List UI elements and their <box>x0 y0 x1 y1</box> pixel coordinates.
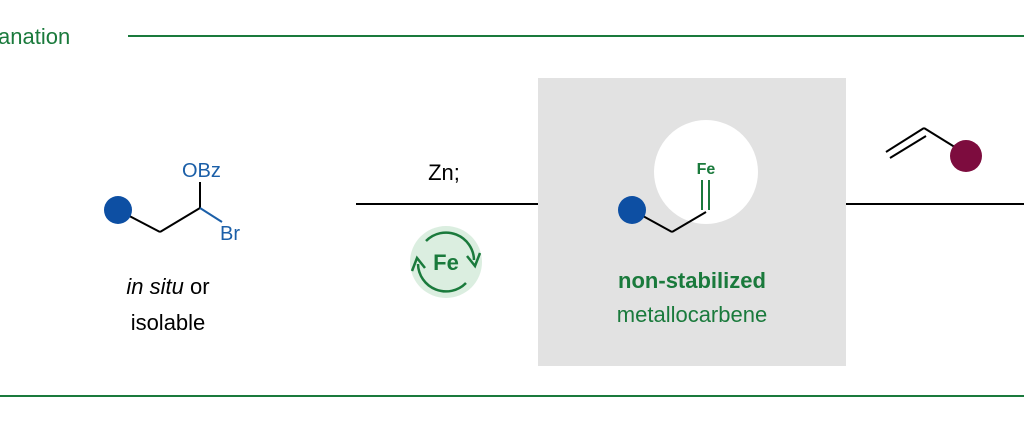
metal-label: Fe <box>697 161 716 178</box>
vinyl-double-2 <box>889 135 927 159</box>
intermediate-label-bold: non-stabilized <box>618 268 766 293</box>
obz-label: OBz <box>182 160 221 182</box>
reagent-label: Zn; <box>428 160 460 185</box>
cycle-arrow-lower-head <box>410 255 426 272</box>
metallocarbene-structure: Fe <box>618 161 716 233</box>
maroon-substituent-ball <box>950 140 982 172</box>
bond-2 <box>159 207 201 233</box>
substrate-structure: OBz Br <box>104 160 240 245</box>
cycle-arrow-lower <box>416 263 467 293</box>
bond-br <box>199 207 223 223</box>
cycle-arrow-upper <box>425 231 476 261</box>
bond-b <box>671 211 707 233</box>
intermediate-label-regular: metallocarbene <box>617 302 767 327</box>
substrate-caption-line1: in situ or <box>126 274 209 299</box>
alkene-structure <box>885 127 982 172</box>
caption-italic: in situ <box>126 274 183 299</box>
blue-substituent-ball <box>104 196 132 224</box>
cycle-arrow-upper-head <box>466 252 482 269</box>
section-title: anation <box>0 24 70 49</box>
metal-highlight-circle <box>654 120 758 224</box>
br-label: Br <box>220 223 240 245</box>
catalyst-background <box>410 226 482 298</box>
substrate-caption-line2: isolable <box>131 310 206 335</box>
fe-catalyst-cycle: Fe <box>410 226 482 298</box>
vinyl-double-1 <box>885 127 925 153</box>
caption-rest: or <box>184 274 210 299</box>
catalyst-label: Fe <box>433 250 459 275</box>
blue-substituent-ball <box>618 196 646 224</box>
